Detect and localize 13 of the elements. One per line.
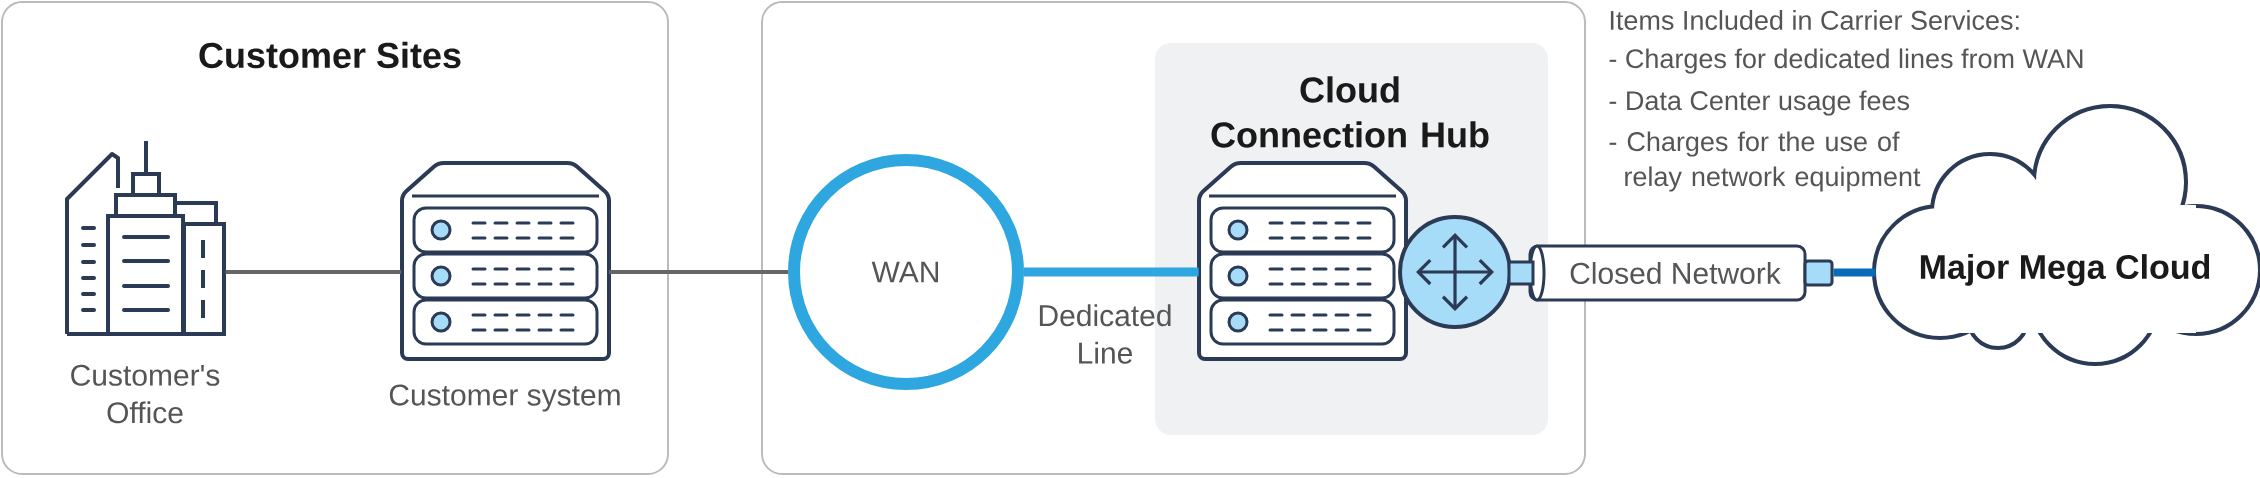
node-label: Customer system (389, 384, 620, 412)
note-item: - Charges for dedicated lines from WAN (1609, 48, 2083, 74)
panel-heading: Customer Sites (199, 41, 461, 69)
connector-line (225, 270, 402, 274)
band-heading: Cloud Connection Hub (1211, 76, 1489, 148)
router-drawing (1398, 215, 1512, 329)
note-heading: Items Included in Carrier Services: (1610, 10, 2019, 30)
node-label: Customer's Office (71, 364, 220, 424)
connector-line (1024, 267, 1199, 277)
server-drawing (1197, 161, 1408, 361)
connector-line (608, 270, 788, 274)
pipe: Closed Network (1507, 244, 1834, 302)
edge-label: Dedicated Line (1039, 304, 1171, 364)
